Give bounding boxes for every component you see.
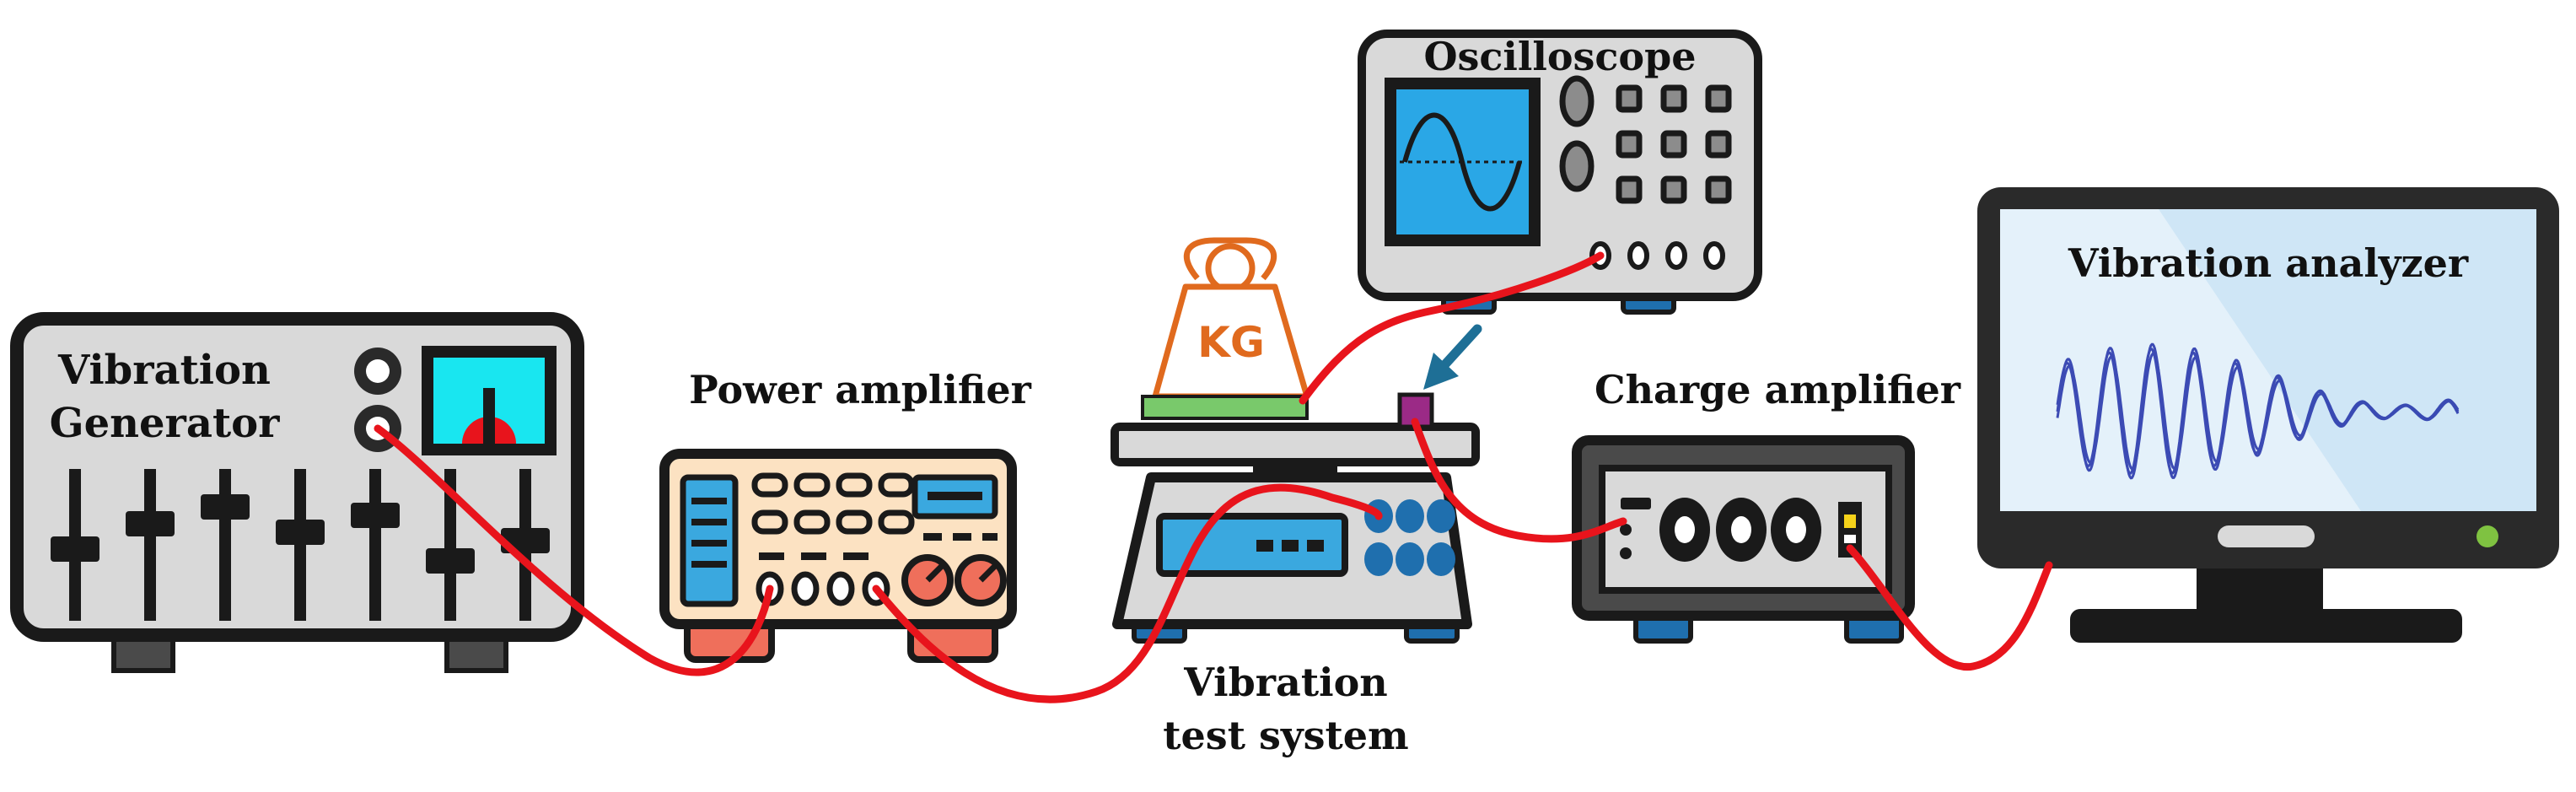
kg-weight-icon: KG bbox=[1152, 237, 1310, 400]
accelerometer-sensor-icon bbox=[1397, 392, 1434, 429]
vibration-analyzer-label: Vibration analyzer bbox=[2068, 240, 2469, 286]
power-amplifier-label: Power amplifier bbox=[689, 367, 1031, 412]
power-led-icon bbox=[2477, 525, 2498, 547]
cable-sensor-to-charge-amp bbox=[1411, 418, 1627, 543]
charge-amp-dial-icons bbox=[1659, 498, 1821, 562]
analyzer-waveform bbox=[2056, 342, 2460, 480]
generator-meter-icon bbox=[422, 346, 557, 455]
oscilloscope-label: Oscilloscope bbox=[1423, 34, 1696, 79]
sensor-pointer-arrow-icon bbox=[1423, 324, 1482, 390]
cable-power-amp-to-scale bbox=[872, 483, 1383, 703]
charge-amplifier-device: Charge amplifier bbox=[1572, 367, 1961, 644]
vibration-generator-label-line1: Vibration bbox=[57, 347, 271, 394]
weighing-scale-device: KG Vibration test system bbox=[1111, 237, 1482, 758]
power-amp-dial-icons bbox=[901, 554, 1007, 606]
power-amplifier-device: Power amplifier bbox=[659, 367, 1032, 663]
vibration-test-system-label-line2: test system bbox=[1163, 713, 1408, 758]
cable-weight-to-oscilloscope bbox=[1299, 251, 1605, 405]
vibration-test-system-label-line1: Vibration bbox=[1183, 660, 1387, 705]
power-amp-button-icons bbox=[751, 472, 915, 535]
oscilloscope-button-icons bbox=[1616, 84, 1732, 204]
vibration-analyzer-monitor: Vibration analyzer bbox=[1977, 187, 2559, 643]
vibration-generator-device: Vibration Generator bbox=[10, 312, 584, 673]
charge-amplifier-label: Charge amplifier bbox=[1595, 367, 1961, 412]
analyzer-wave-trace-3 bbox=[2056, 352, 2460, 471]
oscilloscope-knob-icons bbox=[1559, 75, 1595, 192]
generator-fader-icons bbox=[51, 469, 550, 621]
vibration-generator-label-line2: Generator bbox=[50, 400, 281, 447]
cable-charge-amp-to-analyzer bbox=[1846, 544, 2053, 671]
signal-cable bbox=[374, 251, 2053, 703]
cable-generator-to-power-amp bbox=[374, 424, 774, 676]
weight-kg-label: KG bbox=[1197, 318, 1265, 367]
oscilloscope-screen bbox=[1385, 78, 1541, 246]
